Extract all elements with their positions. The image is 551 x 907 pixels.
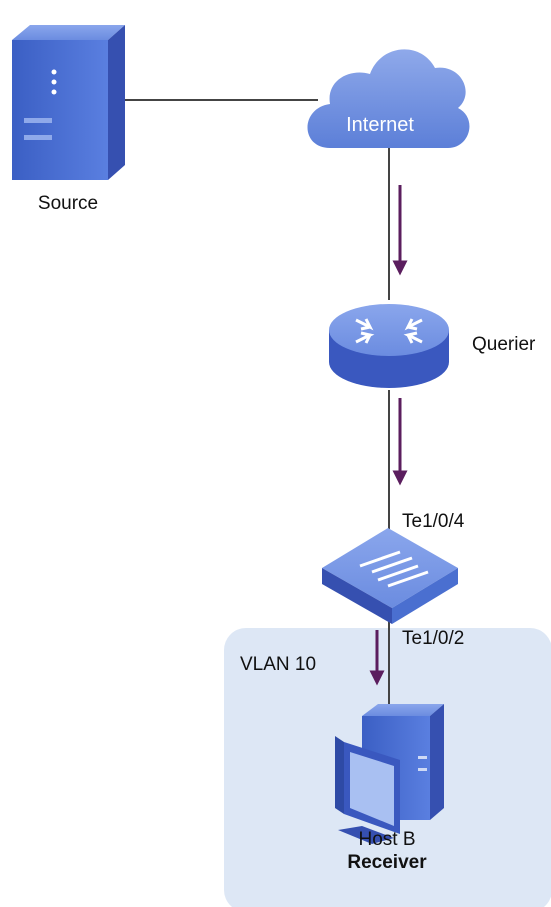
router-icon (329, 304, 449, 388)
switch-icon (322, 528, 458, 624)
server-icon (12, 25, 125, 180)
internet-label: Internet (346, 114, 414, 136)
pc-icon (335, 704, 444, 844)
port-te-1-0-4: Te1/0/4 (402, 511, 465, 532)
cloud-icon (307, 49, 470, 148)
port-te-1-0-2: Te1/0/2 (402, 628, 464, 649)
source-label: Source (38, 193, 98, 214)
querier-label: Querier (472, 334, 536, 355)
vlan-label: VLAN 10 (240, 654, 316, 675)
host-role: Receiver (347, 852, 427, 873)
host-label: Host B (358, 829, 415, 850)
